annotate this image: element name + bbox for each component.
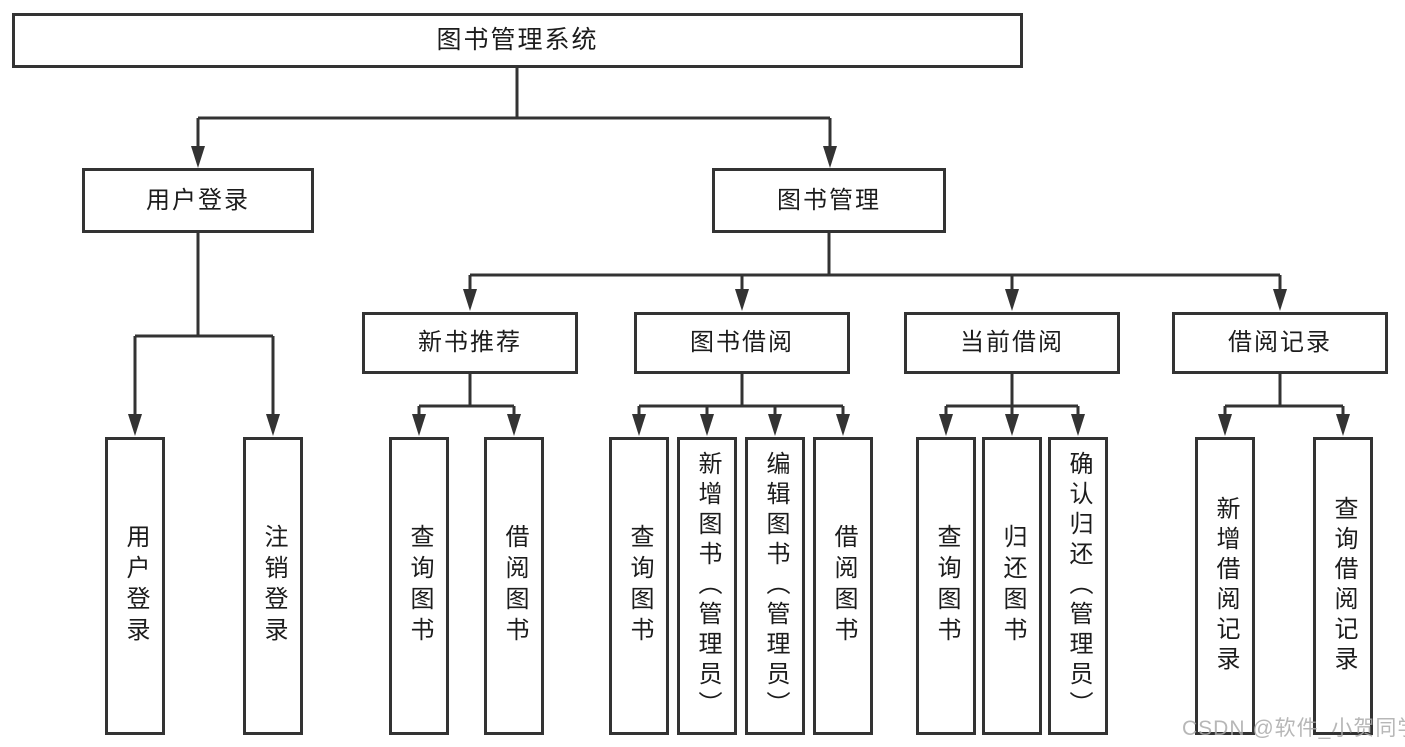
leaf-current-query-books: 查询图书 [916,437,976,735]
leaf-recommend-borrow-books-label: 借阅图书 [501,524,528,648]
node-root-label: 图书管理系统 [436,26,599,54]
node-borrow-records: 借阅记录 [1172,312,1388,374]
leaf-borrow-query-books: 查询图书 [609,437,669,735]
node-book-borrow: 图书借阅 [634,312,850,374]
leaf-user-login-label: 用户登录 [122,524,149,648]
leaf-edit-books-admin: 编辑图书（管理员） [745,437,805,735]
node-book-borrow-label: 图书借阅 [690,329,794,356]
leaf-return-books-label: 归还图书 [999,524,1026,648]
leaf-confirm-return-admin: 确认归还（管理员） [1048,437,1108,735]
leaf-borrow-query-books-label: 查询图书 [626,524,653,648]
node-current-borrow-label: 当前借阅 [960,329,1064,356]
node-new-book-recommend-label: 新书推荐 [418,329,522,356]
leaf-recommend-query-books-label: 查询图书 [406,524,433,648]
leaf-add-borrow-record-label: 新增借阅记录 [1212,496,1239,676]
leaf-current-query-books-label: 查询图书 [933,524,960,648]
leaf-edit-books-admin-label: 编辑图书（管理员） [762,451,789,721]
node-user-login-label: 用户登录 [146,186,250,214]
node-book-management: 图书管理 [712,168,946,233]
leaf-borrow-books-label: 借阅图书 [830,524,857,648]
node-current-borrow: 当前借阅 [904,312,1120,374]
leaf-user-login: 用户登录 [105,437,165,735]
leaf-add-borrow-record: 新增借阅记录 [1195,437,1255,735]
leaf-recommend-borrow-books: 借阅图书 [484,437,544,735]
leaf-logout: 注销登录 [243,437,303,735]
leaf-recommend-query-books: 查询图书 [389,437,449,735]
leaf-return-books: 归还图书 [982,437,1042,735]
node-user-login: 用户登录 [82,168,314,233]
leaf-add-books-admin-label: 新增图书（管理员） [694,451,721,721]
leaf-logout-label: 注销登录 [260,524,287,648]
leaf-confirm-return-admin-label: 确认归还（管理员） [1065,451,1092,721]
leaf-add-books-admin: 新增图书（管理员） [677,437,737,735]
node-new-book-recommend: 新书推荐 [362,312,578,374]
node-root: 图书管理系统 [12,13,1023,68]
node-book-management-label: 图书管理 [777,186,881,214]
leaf-query-borrow-record: 查询借阅记录 [1313,437,1373,735]
leaf-query-borrow-record-label: 查询借阅记录 [1330,496,1357,676]
node-borrow-records-label: 借阅记录 [1228,329,1332,356]
leaf-borrow-books: 借阅图书 [813,437,873,735]
csdn-watermark: CSDN @软件_小贺同学 [1182,717,1405,740]
